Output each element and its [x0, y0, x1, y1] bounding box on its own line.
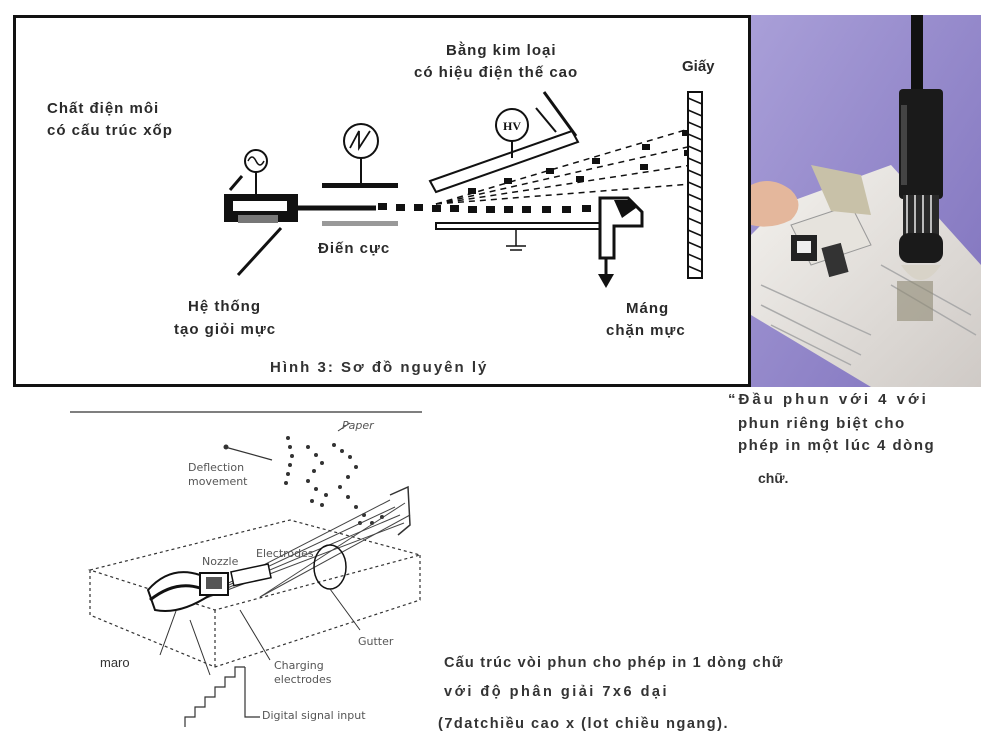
label-nozzle: Nozzle [202, 555, 239, 568]
print-head-illustration [751, 15, 981, 387]
digital-signal-steps [184, 666, 245, 727]
label-gutter-en: Gutter [358, 635, 394, 648]
hv-plate [428, 129, 580, 194]
hv-pointer [542, 91, 578, 137]
bottom-caption-line1: Cấu trúc vòi phun cho phép in 1 dòng chữ [444, 655, 784, 671]
label-paper-en: Paper [342, 419, 374, 432]
deflected-trajectories [435, 127, 693, 205]
photo-caption-line2: phun riêng biệt cho [738, 415, 906, 432]
photo-caption-line3: phép in một lúc 4 dòng [738, 437, 936, 454]
ground-plate [435, 222, 607, 230]
bottom-caption-line2: với độ phân giải 7x6 dại [444, 684, 670, 700]
label-dielectric-1: Chất điện môi [47, 100, 160, 117]
ink-gutter [598, 196, 644, 260]
label-deflection-2: movement [188, 475, 248, 488]
label-metal-plate-1: Bằng kim loại [446, 42, 557, 59]
label-digital-signal: Digital signal input [262, 709, 366, 722]
label-generator-1: Hệ thống [188, 298, 261, 315]
label-maro: maro [100, 655, 130, 670]
label-electrode: Điến cực [318, 240, 391, 257]
label-deflection-1: Deflection [188, 461, 245, 474]
label-generator-2: tạo giỏi mực [174, 321, 277, 338]
print-head-photo [751, 15, 981, 387]
pointer-line [236, 226, 283, 277]
electrode-top [322, 183, 398, 188]
electrode-block [230, 563, 272, 587]
nozzle-structure-diagram: Paper Deflection movement Nozzle Electro… [60, 405, 450, 735]
svg-text:HV: HV [503, 119, 521, 133]
label-electrodes: Electrodes [256, 547, 314, 560]
paper-edge [389, 485, 411, 536]
photo-caption-line4: chữ. [758, 470, 789, 486]
figure3-caption: Hình 3: Sơ đồ nguyên lý [270, 359, 489, 376]
printed-dots [284, 436, 384, 525]
label-charging-2: electrodes [274, 673, 332, 686]
ink-drops [378, 203, 591, 213]
photo-caption-line1: “Đầu phun với 4 với [728, 391, 929, 408]
label-metal-plate-2: có hiệu điện thế cao [414, 64, 579, 81]
bottom-caption-line3: (7datchiều cao x (lot chiều ngang). [438, 716, 729, 732]
down-arrow-icon [598, 274, 614, 288]
ink-jets [179, 499, 411, 609]
label-dielectric-2: có cấu trúc xốp [47, 122, 173, 139]
nozzle-structure-illustration [70, 411, 423, 727]
principle-diagram: HV [224, 91, 703, 288]
electrode-bottom [322, 221, 398, 226]
figure3-frame: HV Chất điện môi có cấu trúc xốp Bằng ki… [13, 15, 751, 387]
label-paper: Giấy [682, 58, 715, 75]
label-gutter-1: Máng [626, 300, 670, 317]
label-charging-1: Charging [274, 659, 324, 672]
sawtooth-gauge-icon [343, 123, 379, 159]
label-gutter-2: chặn mực [606, 322, 686, 339]
